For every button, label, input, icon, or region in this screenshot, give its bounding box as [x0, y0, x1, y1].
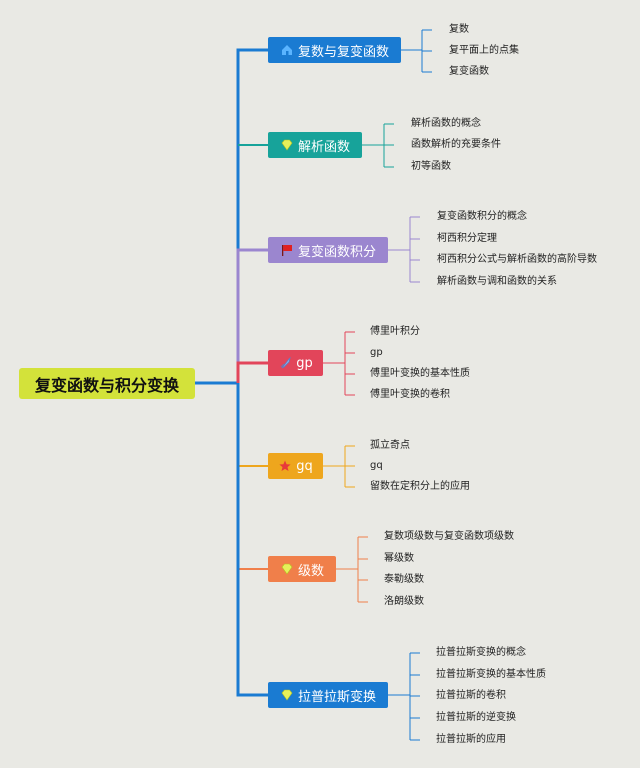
leaf-item[interactable]: 洛朗级数 — [384, 596, 424, 607]
leaf-item[interactable]: 拉普拉斯的卷积 — [436, 690, 506, 701]
leaf-item[interactable]: 傅里叶变换的卷积 — [370, 389, 450, 400]
leaf-item[interactable]: 留数在定积分上的应用 — [370, 481, 470, 492]
leaf-item[interactable]: 拉普拉斯的逆变换 — [436, 712, 516, 723]
diamond-icon — [281, 689, 293, 701]
diamond-icon — [281, 563, 293, 575]
rocket-icon — [280, 356, 291, 369]
flag-icon — [281, 245, 292, 256]
leaf-item[interactable]: 复变函数 — [449, 66, 489, 77]
branch-laplace[interactable]: 拉普拉斯变换 — [268, 682, 388, 708]
leaf-item[interactable]: 拉普拉斯的应用 — [436, 734, 506, 745]
root-topic[interactable]: 复变函数与积分变换 — [19, 368, 195, 399]
leaf-item[interactable]: 复数项级数与复变函数项级数 — [384, 531, 514, 542]
leaf-item[interactable]: 柯西积分定理 — [437, 233, 497, 244]
branch-complex-integration[interactable]: 复变函数积分 — [268, 237, 388, 263]
leaf-item[interactable]: gp — [370, 347, 383, 358]
branch-series[interactable]: 级数 — [268, 556, 336, 582]
branch-analytic-functions[interactable]: 解析函数 — [268, 132, 362, 158]
branch-complex-numbers[interactable]: 复数与复变函数 — [268, 37, 401, 63]
leaf-item[interactable]: 傅里叶积分 — [370, 326, 420, 337]
leaf-item[interactable]: 解析函数与调和函数的关系 — [437, 276, 557, 287]
star-icon — [279, 460, 291, 471]
leaf-item[interactable]: 复平面上的点集 — [449, 45, 519, 56]
branch-label: gq — [296, 458, 313, 474]
leaf-item[interactable]: 泰勒级数 — [384, 574, 424, 585]
leaf-item[interactable]: 函数解析的充要条件 — [411, 139, 501, 150]
leaf-item[interactable]: 柯西积分公式与解析函数的高阶导数 — [437, 254, 597, 265]
leaf-item[interactable]: 解析函数的概念 — [411, 118, 481, 129]
leaf-item[interactable]: 复数 — [449, 24, 469, 35]
branch-label: gp — [296, 355, 313, 371]
diamond-icon — [281, 139, 293, 151]
branch-label: 复变函数积分 — [297, 244, 376, 260]
branch-label: 拉普拉斯变换 — [297, 689, 376, 705]
root-topic-label: 复变函数与积分变换 — [34, 375, 179, 395]
house-icon — [281, 45, 292, 55]
leaf-item[interactable]: 拉普拉斯变换的基本性质 — [436, 669, 546, 680]
leaf-item[interactable]: 复变函数积分的概念 — [437, 211, 527, 222]
branch-label: 复数与复变函数 — [297, 44, 389, 60]
branch-label: 解析函数 — [297, 139, 350, 155]
leaf-item[interactable]: 傅里叶变换的基本性质 — [370, 368, 470, 379]
leaf-item[interactable]: 初等函数 — [411, 161, 451, 172]
branch-gq[interactable]: gq — [268, 453, 323, 479]
leaf-item[interactable]: 幂级数 — [384, 553, 414, 564]
branch-label: 级数 — [297, 563, 324, 579]
leaf-item[interactable]: 孤立奇点 — [370, 440, 410, 451]
branch-gp[interactable]: gp — [268, 350, 323, 376]
leaf-item[interactable]: gq — [370, 460, 383, 471]
leaf-item[interactable]: 拉普拉斯变换的概念 — [436, 647, 526, 658]
